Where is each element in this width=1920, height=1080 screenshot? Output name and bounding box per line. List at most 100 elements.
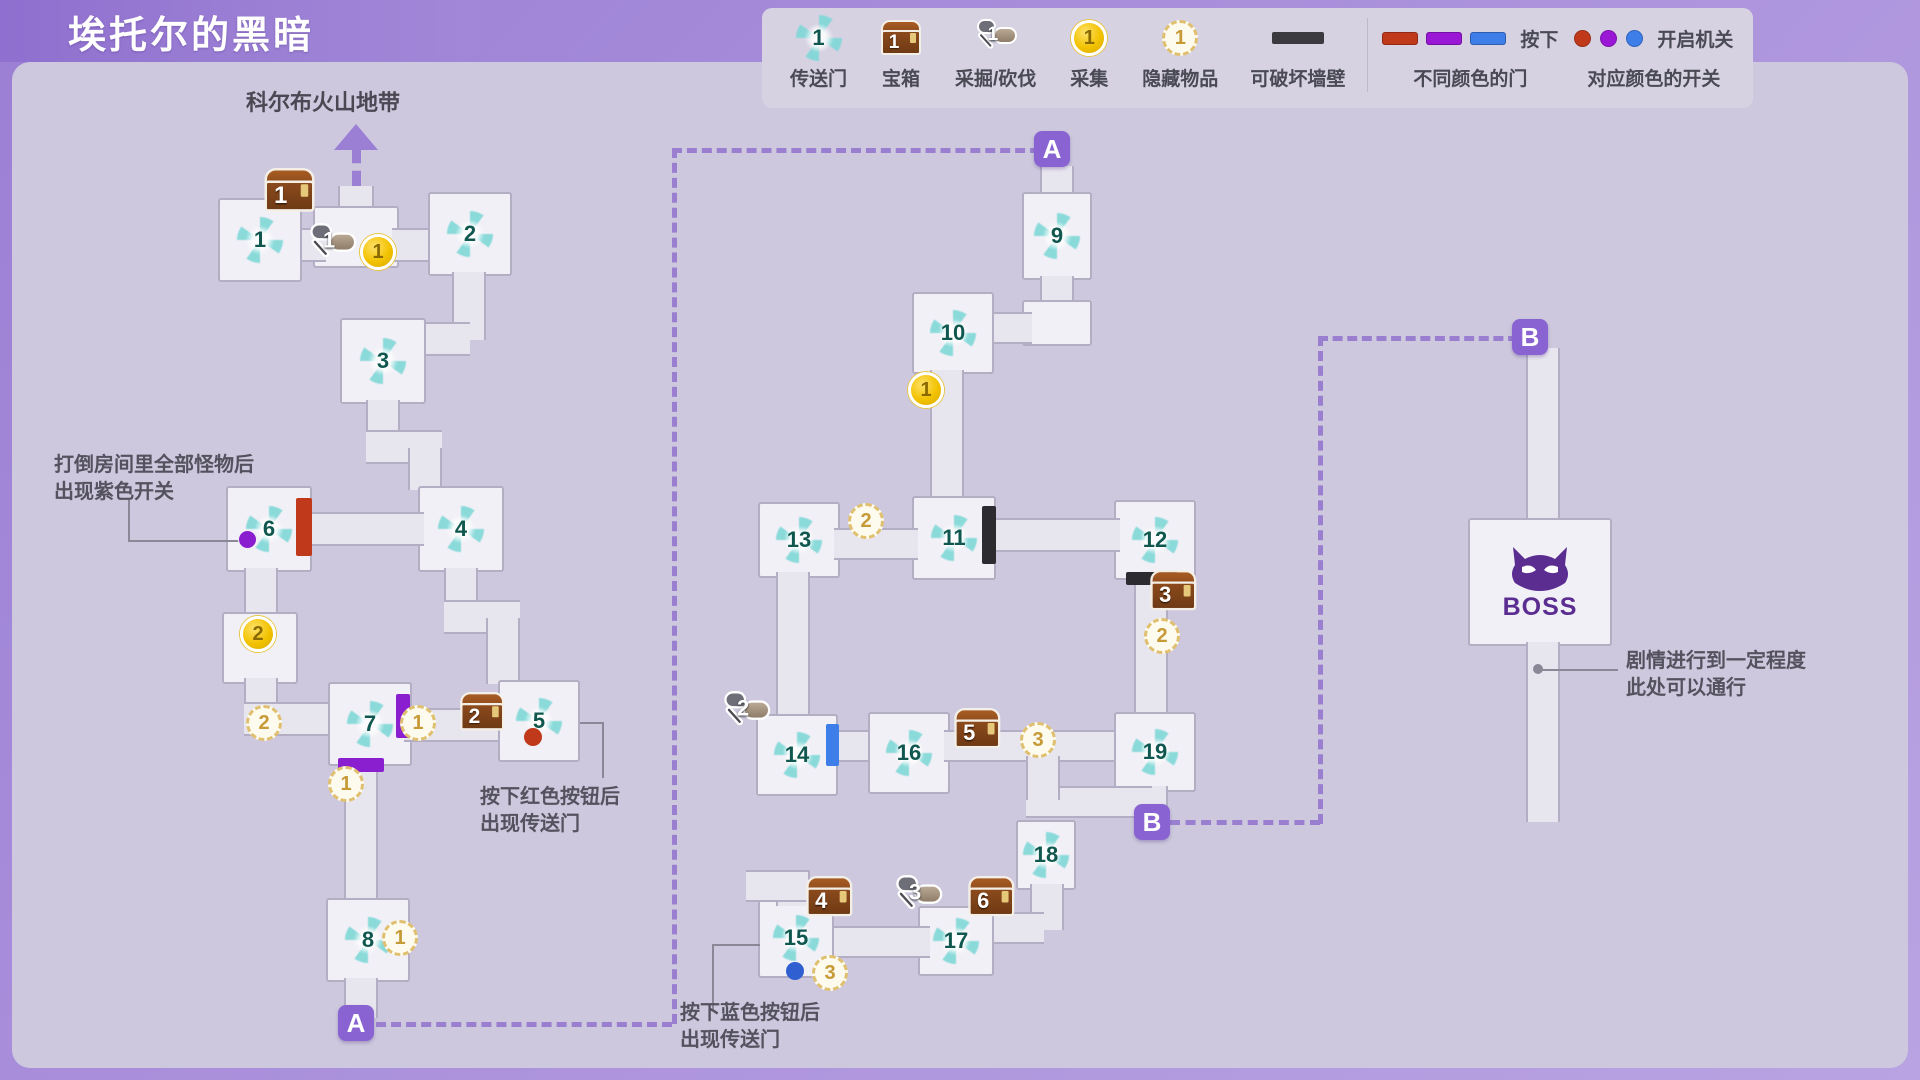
- legend-switches-caption-top: 开启机关: [1657, 29, 1734, 51]
- gather-1[interactable]: 1: [360, 234, 396, 270]
- dashed-link-b-top: [1318, 336, 1518, 341]
- switch-blue-icon: [1626, 29, 1644, 47]
- legend-item-mining: 1 采掘/砍伐: [939, 14, 1052, 91]
- pickaxe-2[interactable]: 2: [722, 690, 771, 735]
- pickaxe-3[interactable]: 3: [894, 874, 943, 919]
- room-4[interactable]: 4: [418, 486, 504, 572]
- room-2[interactable]: 2: [428, 192, 512, 276]
- dashed-link-a-vertical: [672, 148, 677, 1024]
- hidden-2[interactable]: 1: [400, 705, 436, 741]
- chest-5[interactable]: 5: [952, 708, 1001, 749]
- switch-red[interactable]: [524, 728, 542, 746]
- leader-line: [712, 944, 760, 946]
- chest-count: 6: [977, 889, 990, 914]
- map-title-banner: 埃托尔的黑暗: [0, 0, 480, 62]
- chest-4[interactable]: 4: [804, 876, 853, 917]
- room-16[interactable]: 16: [868, 712, 950, 794]
- legend-item-chest: 1 宝箱: [863, 14, 939, 91]
- legend-item-switches: 开启机关 对应颜色的开关: [1566, 14, 1741, 91]
- pickaxe-1[interactable]: 1: [308, 222, 357, 267]
- gather-2[interactable]: 2: [240, 616, 276, 652]
- corridor: [408, 448, 442, 490]
- note-story-progress: 剧情进行到一定程度此处可以通行: [1626, 650, 1806, 699]
- pickaxe-count: 1: [322, 228, 336, 254]
- room-number: 9: [1050, 223, 1064, 248]
- room-5[interactable]: 5: [498, 680, 580, 762]
- boss-room[interactable]: BOSS: [1468, 518, 1612, 646]
- note-red-button: 按下红色按钮后出现传送门: [480, 786, 620, 835]
- door-blue[interactable]: [826, 724, 839, 766]
- room-number: 11: [942, 525, 966, 550]
- corridor: [1026, 756, 1060, 800]
- switch-purple[interactable]: [238, 530, 257, 549]
- legend-gather-badge: 1: [1071, 20, 1108, 56]
- room-14[interactable]: 14: [756, 714, 838, 796]
- legend-item-gather: 1 采集: [1052, 14, 1126, 91]
- door-red[interactable]: [296, 498, 312, 556]
- hidden-5[interactable]: 2: [848, 503, 884, 539]
- chest-count: 1: [274, 183, 288, 210]
- room-1[interactable]: 1: [218, 198, 302, 282]
- legend-portal-badge: 1: [812, 25, 825, 50]
- switch-red-icon: [1574, 29, 1592, 47]
- room-19[interactable]: 19: [1114, 712, 1196, 792]
- hidden-6[interactable]: 2: [1144, 618, 1180, 654]
- chest-1[interactable]: 1: [262, 168, 315, 212]
- portal-icon: 1: [795, 14, 842, 62]
- dashed-link-b: [1170, 820, 1320, 825]
- room-13[interactable]: 13: [758, 502, 840, 578]
- leader-line: [128, 540, 240, 542]
- marker-b-bottom[interactable]: B: [1134, 804, 1170, 840]
- legend-item-doors: 按下 不同颜色的门: [1374, 14, 1566, 91]
- note-blue-button: 按下蓝色按钮后出现传送门: [680, 1002, 820, 1051]
- room-number: 3: [376, 348, 390, 373]
- corridor: [776, 572, 810, 732]
- room-number: 14: [784, 742, 810, 767]
- corridor: [1040, 166, 1074, 196]
- room-number: 19: [1142, 739, 1168, 764]
- dashed-link-b-vertical: [1318, 336, 1323, 824]
- room-8[interactable]: 8: [326, 898, 410, 982]
- hidden-4[interactable]: 1: [382, 920, 418, 956]
- room-17[interactable]: 17: [918, 906, 994, 976]
- legend-label-mining: 采掘/砍伐: [955, 69, 1037, 90]
- hidden-3[interactable]: 1: [328, 766, 364, 802]
- boss-label: BOSS: [1502, 592, 1578, 621]
- chest-count: 5: [963, 721, 976, 746]
- boss-face-icon: [1511, 546, 1568, 591]
- gather-count: 1: [908, 372, 944, 408]
- switch-blue[interactable]: [786, 962, 804, 980]
- hidden-count: 1: [328, 766, 364, 802]
- room-9[interactable]: 9: [1022, 192, 1092, 280]
- hidden-1[interactable]: 2: [246, 705, 282, 741]
- legend-divider: [1367, 18, 1369, 92]
- leader-line: [1540, 669, 1618, 671]
- hidden-count: 2: [1144, 618, 1180, 654]
- chest-2[interactable]: 2: [458, 692, 505, 733]
- chest-3[interactable]: 3: [1148, 570, 1197, 611]
- room-18[interactable]: 18: [1016, 820, 1076, 890]
- hidden-count: 2: [848, 503, 884, 539]
- marker-a-top[interactable]: A: [1034, 131, 1070, 167]
- leader-line: [580, 722, 604, 724]
- room-12[interactable]: 12: [1114, 500, 1196, 580]
- room-3[interactable]: 3: [340, 318, 426, 404]
- junction-room: [1022, 300, 1092, 346]
- gather-3[interactable]: 1: [908, 372, 944, 408]
- chest-6[interactable]: 6: [966, 876, 1015, 917]
- marker-b-top[interactable]: B: [1512, 319, 1548, 355]
- hidden-count: 1: [400, 705, 436, 741]
- room-number: 4: [454, 516, 468, 541]
- legend-label-breakable-wall: 可破坏墙壁: [1250, 69, 1346, 90]
- marker-a-bottom[interactable]: A: [338, 1005, 374, 1041]
- room-number: 15: [783, 925, 809, 950]
- room-10[interactable]: 10: [912, 292, 994, 374]
- room-number: 8: [361, 927, 375, 952]
- corridor: [244, 568, 278, 620]
- breakable-wall[interactable]: [982, 506, 996, 564]
- hidden-7[interactable]: 3: [1020, 722, 1056, 758]
- legend-doors-caption-top: 按下: [1520, 29, 1559, 51]
- hidden-8[interactable]: 3: [812, 955, 848, 991]
